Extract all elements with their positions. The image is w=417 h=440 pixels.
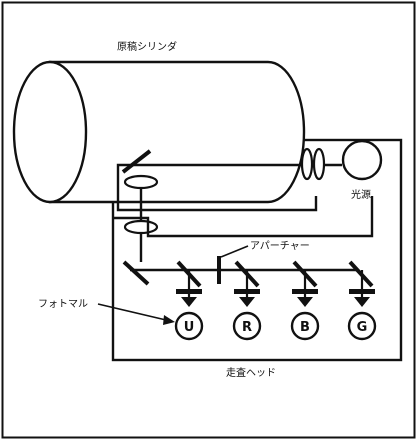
lens-lower <box>123 219 159 235</box>
detector-label-u: U <box>184 320 195 335</box>
detector-label-r: R <box>242 320 252 335</box>
source-lens-left <box>300 147 314 181</box>
scan-head-label: 走査ヘッド <box>226 366 276 379</box>
drum-label: 原稿シリンダ <box>117 40 177 53</box>
detector-u <box>174 270 204 341</box>
source-lens-right <box>312 147 326 181</box>
optical-path-middle <box>113 196 374 238</box>
dichroic-mirrors <box>176 260 374 288</box>
detector-r <box>232 270 262 341</box>
detector-label-g: G <box>357 320 368 335</box>
detector-label-b: B <box>300 320 310 335</box>
aperture-label: アパーチャー <box>250 240 310 252</box>
aperture-leader <box>220 245 249 258</box>
detector-b <box>290 270 320 341</box>
detector-g <box>347 270 377 341</box>
photomultiplier-label: フォトマル <box>38 299 88 310</box>
light-source <box>341 139 383 181</box>
drum-cylinder <box>12 60 306 204</box>
light-source-label: 光源 <box>351 188 371 201</box>
lens-upper <box>123 174 159 190</box>
photomultiplier-leader <box>97 303 175 325</box>
mirror-top <box>121 149 152 174</box>
turning-mirror <box>122 260 150 286</box>
optical-path-top <box>116 163 318 212</box>
